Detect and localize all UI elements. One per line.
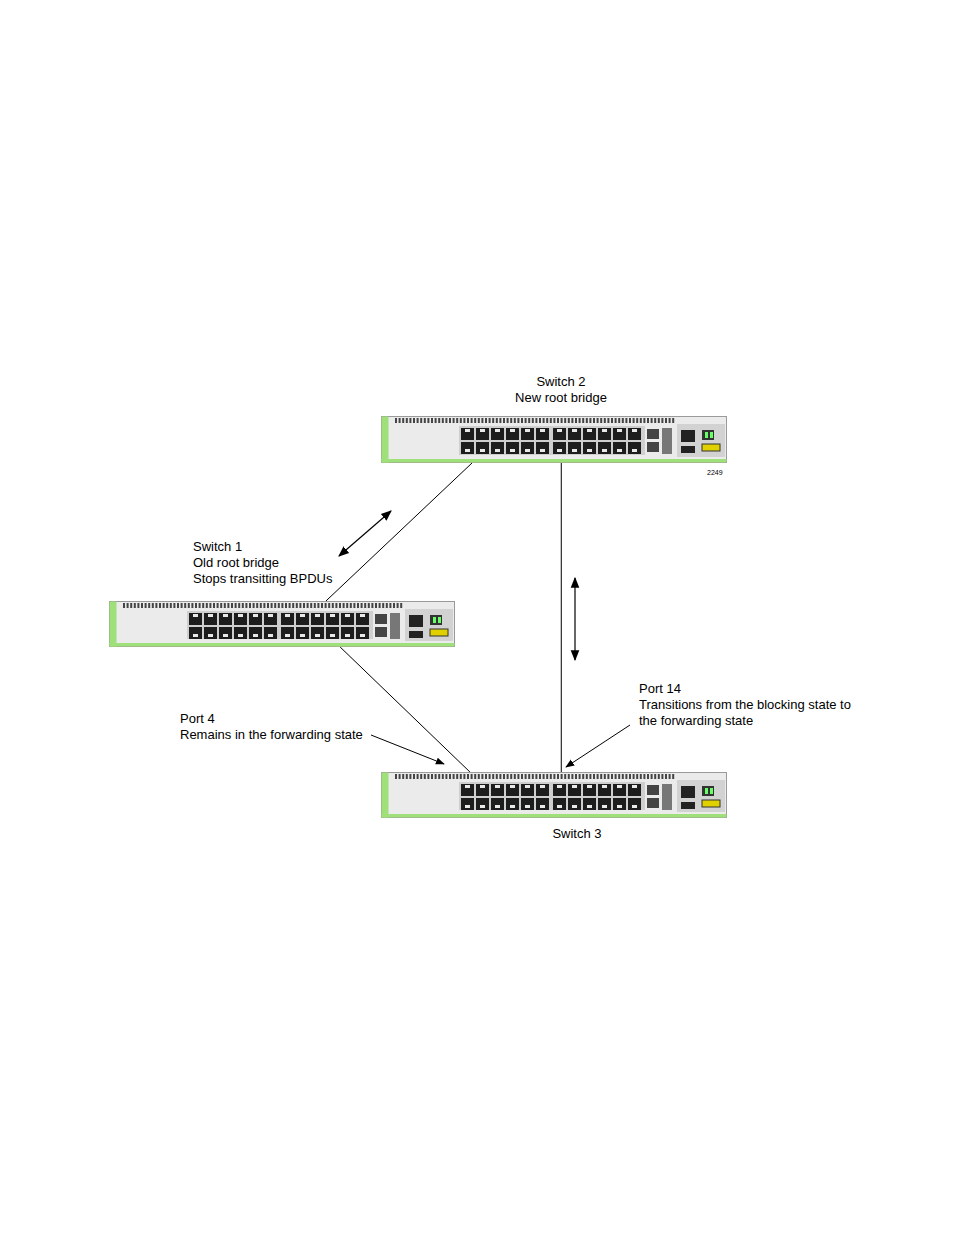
green-strip <box>110 643 455 647</box>
network-switch: Switch 2New root bridge <box>381 416 727 463</box>
switch-housing <box>110 602 455 647</box>
switch-note: New root bridge <box>514 390 608 406</box>
switch-illustration <box>109 601 455 647</box>
port-name: Port 4 <box>179 711 216 727</box>
green-strip <box>382 459 727 463</box>
switch-note: Old root bridge <box>192 555 333 571</box>
network-switch: Switch 1Old root bridgeStops transitting… <box>109 601 455 647</box>
bpdu-flow-arrow <box>339 511 391 556</box>
switch-caption: Switch 3 <box>551 826 602 842</box>
management-panel <box>677 424 725 457</box>
port-note: Remains in the forwarding state <box>179 727 364 743</box>
vent-slots <box>395 774 674 779</box>
leader-arrow <box>371 735 444 764</box>
network-link <box>326 463 472 601</box>
switch-housing <box>382 773 727 818</box>
switch-illustration <box>381 416 727 463</box>
network-link <box>340 647 470 772</box>
switch-name: Switch 2 <box>514 374 608 390</box>
management-panel <box>677 780 725 812</box>
green-strip <box>382 417 389 463</box>
figure-number: 2249 <box>706 468 724 478</box>
vent-slots <box>123 603 402 608</box>
management-panel <box>405 609 453 641</box>
green-strip <box>110 602 117 647</box>
network-switch: Switch 3 <box>381 772 727 818</box>
switch-caption: Switch 1Old root bridgeStops transitting… <box>192 539 333 587</box>
port-name: Port 14 <box>638 681 682 697</box>
port-note: Transitions from the blocking state to t… <box>638 697 852 729</box>
uplink-ports <box>647 428 672 454</box>
vent-slots <box>395 418 674 423</box>
green-strip <box>382 814 727 818</box>
switch-caption: Switch 2New root bridge <box>514 374 608 406</box>
switch-name: Switch 3 <box>551 826 602 842</box>
switch-housing <box>382 417 727 463</box>
bpdu-flow-arrow <box>574 578 575 660</box>
leader-arrow <box>566 725 630 767</box>
port-grid <box>187 611 373 639</box>
switch-illustration <box>381 772 727 818</box>
green-strip <box>382 773 389 818</box>
port-grid <box>459 426 645 455</box>
port-grid <box>459 782 645 810</box>
uplink-ports <box>375 613 400 639</box>
switch-note: Stops transitting BPDUs <box>192 571 333 587</box>
switch-name: Switch 1 <box>192 539 333 555</box>
uplink-ports <box>647 784 672 810</box>
network-link <box>561 463 562 772</box>
